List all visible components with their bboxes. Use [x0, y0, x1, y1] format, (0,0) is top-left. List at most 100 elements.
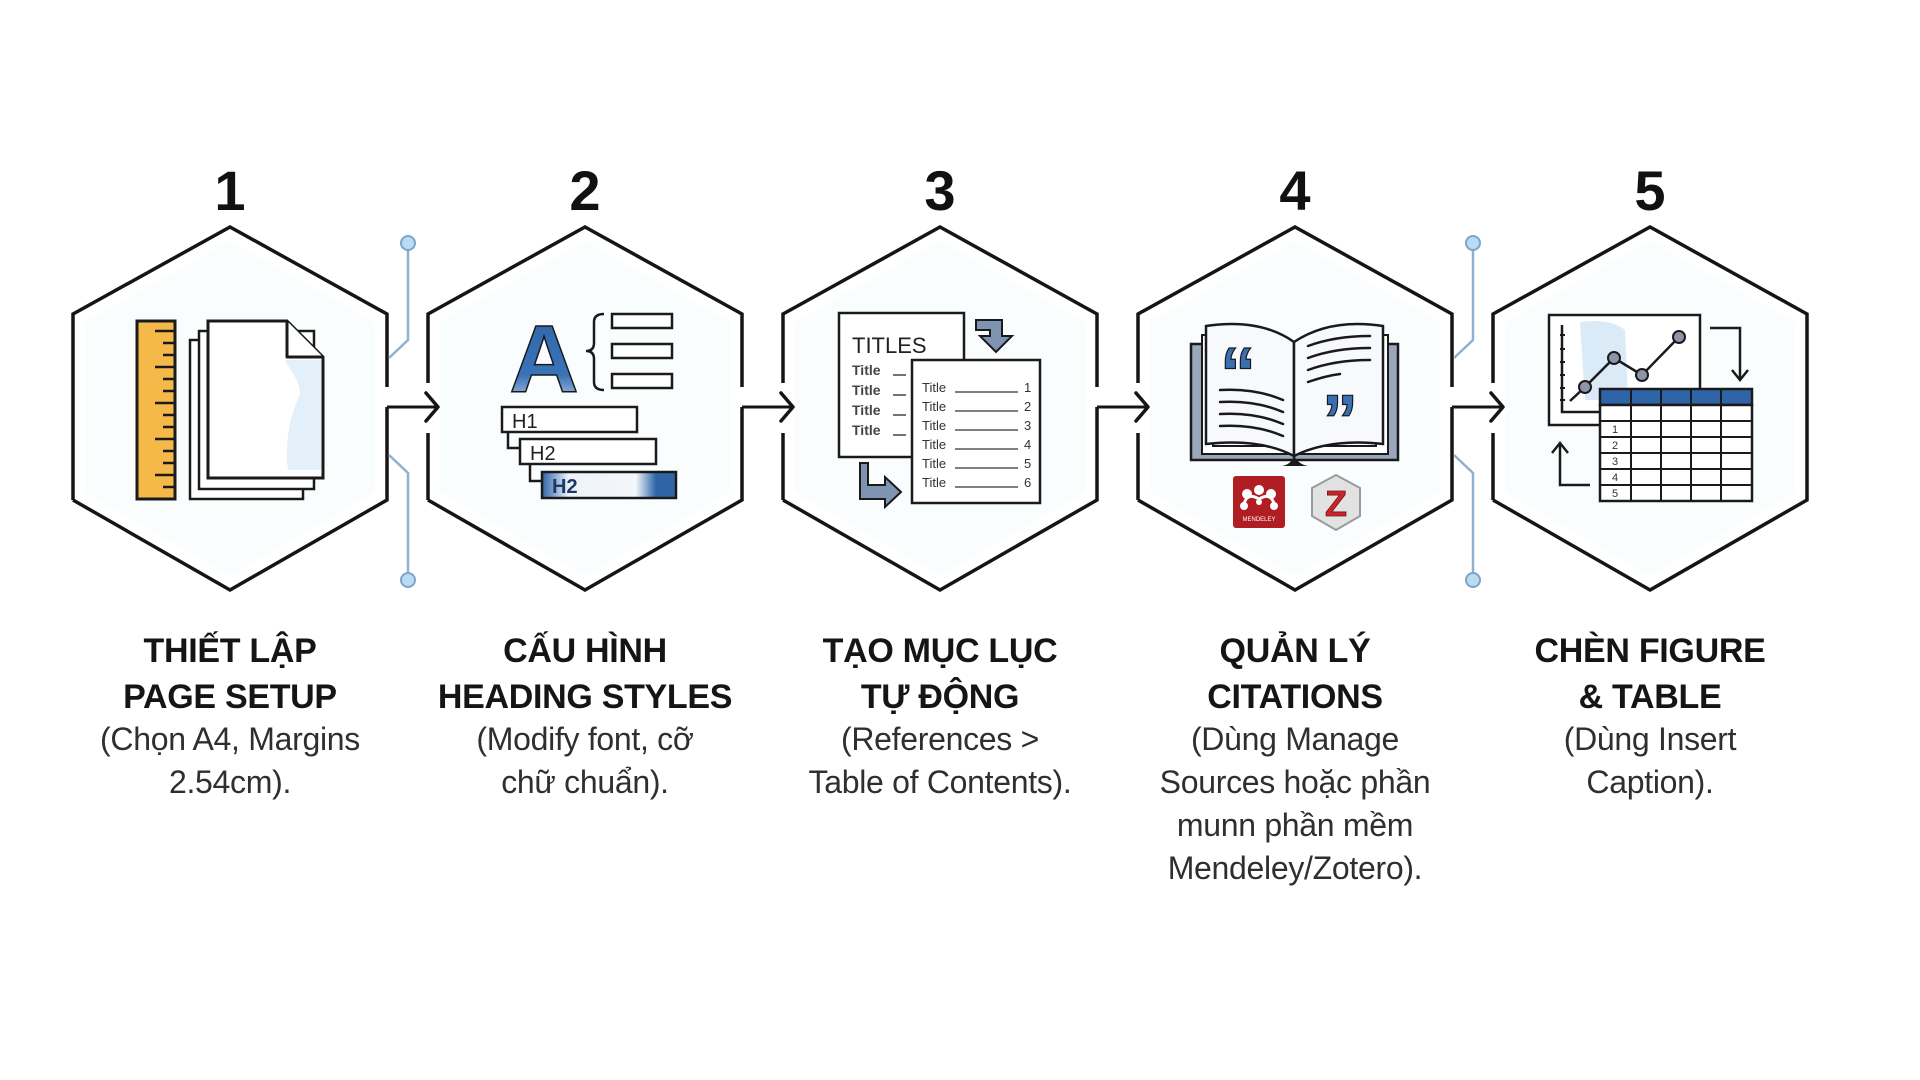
zotero-letter: Z: [1325, 483, 1347, 524]
step-title-line: QUẢN LÝ: [1219, 632, 1371, 670]
zotero-logo: Z: [1311, 473, 1361, 532]
toc-entry-title: Title: [922, 437, 946, 452]
step-title-line: CITATIONS: [1207, 678, 1383, 716]
toc-page-number: 1: [1024, 380, 1031, 395]
ruler-pages-icon: [135, 319, 325, 501]
step-title: THIẾT LẬP PAGE SETUP: [50, 628, 410, 720]
step-title-line: TỰ ĐỘNG: [860, 678, 1020, 716]
step-description-line: (Dùng Manage: [1190, 721, 1400, 757]
hexagon-step-4: [1136, 224, 1454, 593]
step-description-line: Table of Contents).: [808, 764, 1072, 800]
toc-entry-title: Title: [922, 456, 946, 471]
arrow-head-icon: [1489, 391, 1505, 423]
toc-entry-title: Title: [922, 380, 946, 395]
connector-dot-icon: [1465, 235, 1481, 251]
connector-dot-icon: [1465, 572, 1481, 588]
step-title: TẠO MỤC LỤC TỰ ĐỘNG: [760, 628, 1120, 720]
step-description-line: (References >: [841, 721, 1039, 757]
toc-page-number: 6: [1024, 475, 1031, 490]
connector-line-top: [1453, 250, 1475, 359]
hexagon-step-2: [426, 224, 744, 593]
connector-line-bottom: [388, 454, 410, 573]
step-title-line: CẤU HÌNH: [503, 632, 667, 670]
toc-draft-entry: Title: [852, 422, 881, 438]
toc-heading: TITLES: [852, 333, 927, 358]
step-number-1: 1: [214, 159, 246, 222]
toc-entry-title: Title: [922, 399, 946, 414]
step-title-line: PAGE SETUP: [123, 678, 337, 716]
table-row-number: 4: [1612, 472, 1618, 484]
step-label-1: THIẾT LẬP PAGE SETUP (Chọn A4, Margins 2.54…: [50, 628, 410, 804]
table-row-number: 1: [1612, 424, 1618, 436]
letter-a-glyph: A: [509, 306, 578, 413]
h2-highlighted-label: H2: [552, 476, 578, 498]
step-label-2: CẤU HÌNH HEADING STYLES (Modify font, cỡ ch…: [405, 628, 765, 804]
step-description: (Modify font, cỡ chữ chuẩn).: [405, 718, 765, 804]
step-description-line: Sources hoặc phần: [1159, 764, 1431, 800]
connector-dot-icon: [400, 572, 416, 588]
step-description-line: (Modify font, cỡ: [476, 721, 694, 757]
connector-line-top: [388, 250, 410, 359]
toc-entry-title: Title: [922, 418, 946, 433]
table-row-number: 2: [1612, 440, 1618, 452]
step-number-2: 2: [569, 159, 601, 222]
step-title-line: CHÈN FIGURE: [1534, 632, 1766, 670]
step-description-line: Mendeley/Zotero).: [1167, 850, 1423, 886]
h1-label: H1: [512, 411, 538, 433]
arrow-head-icon: [779, 391, 795, 423]
close-quote-glyph: ”: [1322, 381, 1358, 461]
hexagon-step-1: [71, 224, 389, 593]
step-label-3: TẠO MỤC LỤC TỰ ĐỘNG (References > Table of …: [760, 628, 1120, 804]
step-description-line: 2.54cm).: [168, 764, 292, 800]
mendeley-wordmark: MENDELEY: [1242, 517, 1275, 523]
step-description: (References > Table of Contents).: [760, 718, 1120, 804]
step-title: CẤU HÌNH HEADING STYLES: [405, 628, 765, 720]
table-row-number: 3: [1612, 456, 1618, 468]
decorative-connectors: [388, 235, 1481, 588]
step-title: QUẢN LÝ CITATIONS: [1115, 628, 1475, 720]
mendeley-logo: MENDELEY: [1233, 476, 1285, 528]
step-number-4: 4: [1279, 159, 1311, 222]
citation-book-icon: “ ” MENDELEY Z: [1189, 322, 1400, 532]
step-title: CHÈN FIGURE & TABLE: [1470, 628, 1830, 720]
step-description-line: munn phần mềm: [1176, 807, 1414, 843]
connector-dot-icon: [400, 235, 416, 251]
toc-page-number: 5: [1024, 456, 1031, 471]
ruler-icon: [135, 319, 177, 501]
toc-page-number: 2: [1024, 399, 1031, 414]
step-title-line: HEADING STYLES: [437, 678, 733, 716]
heading-styles-icon: A H1 H2 H2: [500, 305, 678, 500]
step-title-line: & TABLE: [1578, 678, 1722, 716]
connector-layer: [387, 391, 1505, 423]
arrow-head-icon: [424, 391, 440, 423]
step-number-5: 5: [1634, 159, 1666, 222]
pages-icon: [188, 319, 325, 501]
step-title-line: THIẾT LẬP: [143, 632, 317, 670]
step-description-line: (Dùng Insert: [1563, 721, 1737, 757]
connector-line-bottom: [1453, 454, 1475, 573]
toc-page-number: 3: [1024, 418, 1031, 433]
toc-draft-entry: Title: [852, 382, 881, 398]
step-title-line: TẠO MỤC LỤC: [822, 632, 1058, 670]
step-description: (Chọn A4, Margins 2.54cm).: [50, 718, 410, 804]
step-description-line: (Chọn A4, Margins: [100, 721, 360, 757]
hexagon-step-3: [781, 224, 1099, 593]
toc-draft-entry: Title: [852, 362, 881, 378]
step-description-line: Caption).: [1586, 764, 1714, 800]
toc-entry-title: Title: [922, 475, 946, 490]
toc-page-number: 4: [1024, 437, 1031, 452]
hexagon-step-5: [1491, 224, 1809, 593]
h2-label: H2: [530, 443, 556, 465]
step-number-3: 3: [924, 159, 956, 222]
arrow-head-icon: [1134, 391, 1150, 423]
step-description-line: chữ chuẩn).: [501, 764, 669, 800]
